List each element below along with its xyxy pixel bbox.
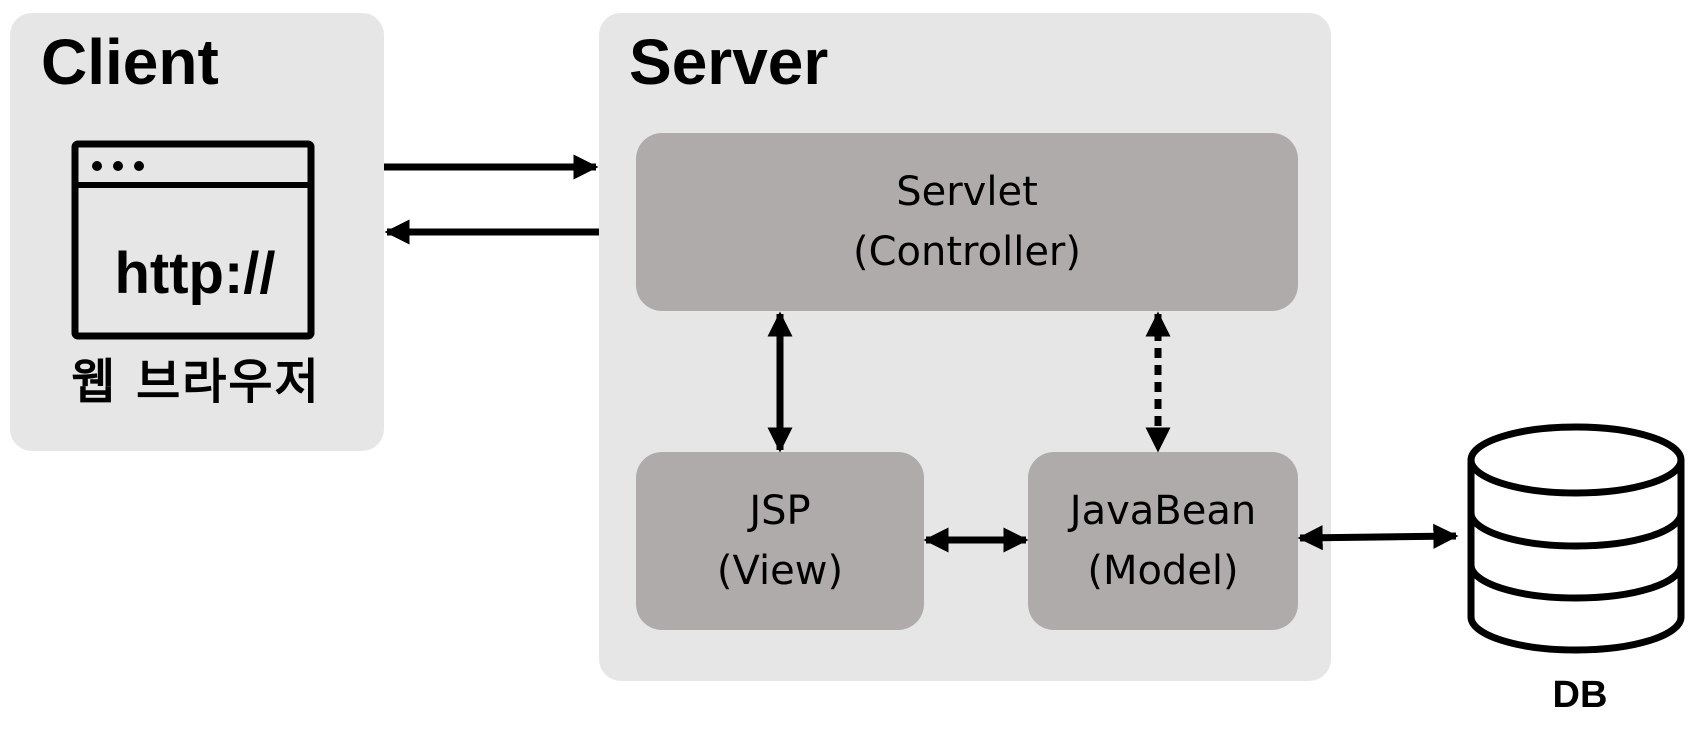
controller-label: (Controller) [853, 229, 1081, 275]
db-label: DB [1552, 674, 1608, 716]
jsp-label: JSP [749, 488, 811, 534]
client-title: Client [41, 26, 219, 98]
web-browser-caption: 웹 브라우저 [71, 354, 321, 410]
javabean-label: JavaBean [1069, 488, 1257, 534]
database-icon [1467, 423, 1685, 654]
model-label: (Model) [1087, 548, 1239, 594]
server-title: Server [629, 26, 829, 98]
jsp-view-box: JSP (View) [636, 452, 924, 630]
javabean-model-box: JavaBean (Model) [1028, 452, 1298, 630]
view-label: (View) [716, 548, 844, 594]
servlet-controller-box: Servlet (Controller) [636, 133, 1298, 311]
browser-url-text: http:// [114, 241, 276, 306]
servlet-label: Servlet [896, 169, 1038, 215]
